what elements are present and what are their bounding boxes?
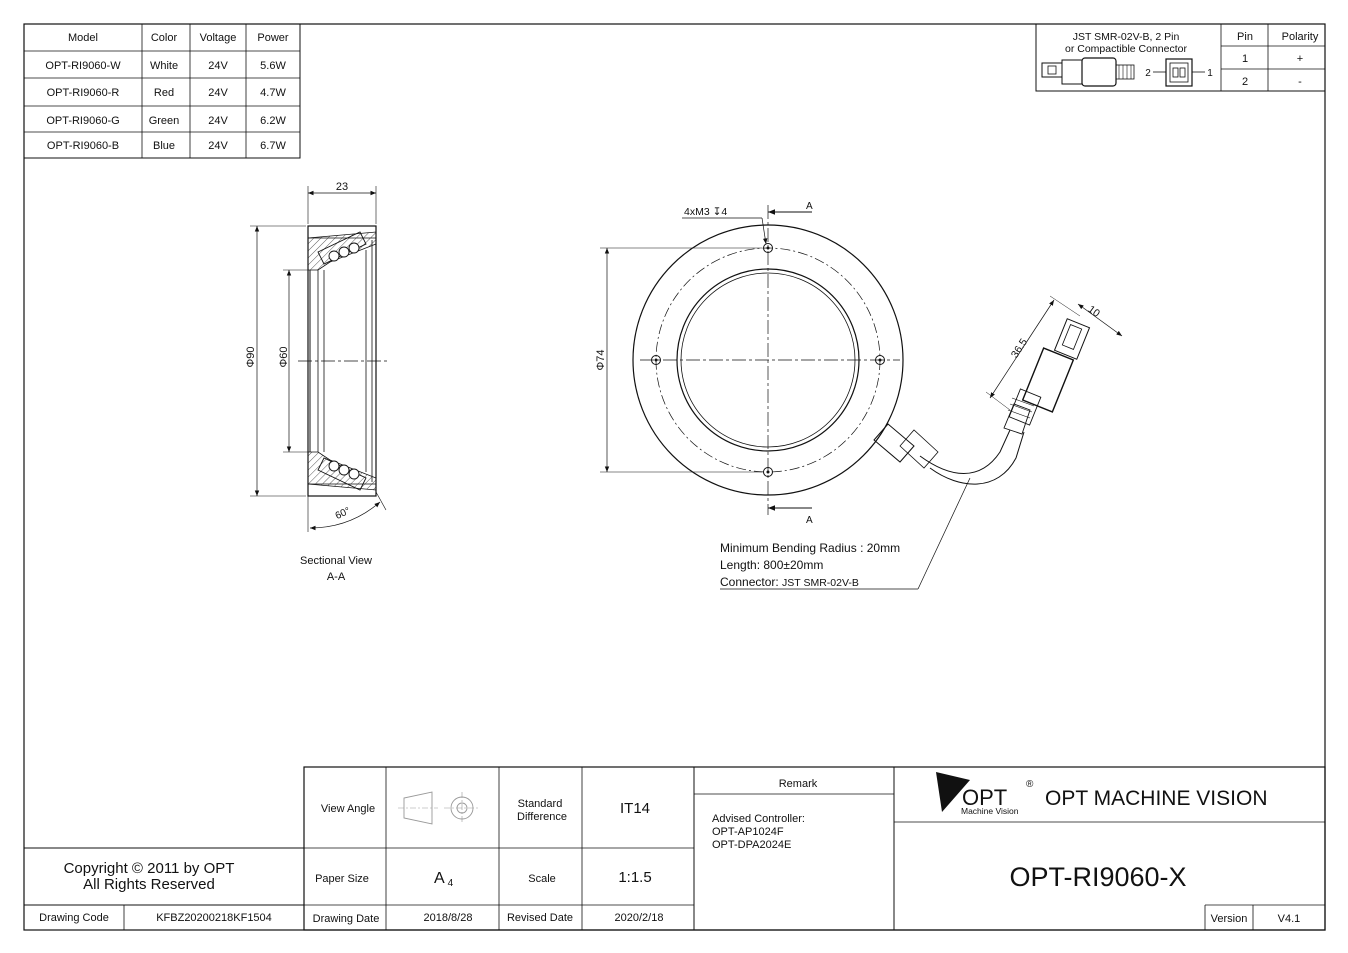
opt-logo: OPT ® Machine Vision bbox=[936, 772, 1034, 816]
bending-radius-note: Minimum Bending Radius : 20mm bbox=[720, 541, 900, 555]
table-cell: 5.6W bbox=[260, 60, 286, 72]
logo-registered: ® bbox=[1026, 779, 1034, 790]
table-cell: OPT-RI9060-B bbox=[47, 140, 119, 152]
dim-angle-60: 60° bbox=[334, 506, 352, 522]
polarity-cell: + bbox=[1297, 53, 1303, 65]
cable-note: Minimum Bending Radius : 20mm Length: 80… bbox=[720, 541, 900, 589]
connector-title-2: or Compactible Connector bbox=[1065, 43, 1187, 55]
table-cell: 24V bbox=[208, 87, 228, 99]
dim-connector-width: 10 bbox=[1086, 303, 1103, 320]
table-cell: 24V bbox=[208, 140, 228, 152]
remark-line-1: Advised Controller: bbox=[712, 813, 805, 825]
table-cell: 6.2W bbox=[260, 115, 286, 127]
drawing-date-label: Drawing Date bbox=[313, 913, 380, 925]
section-caption-2: A-A bbox=[327, 571, 346, 583]
paper-size-label: Paper Size bbox=[315, 873, 369, 885]
dim-outer-diameter: Φ90 bbox=[245, 346, 257, 367]
dim-pcd: Φ74 bbox=[595, 349, 607, 370]
drawing-code-label: Drawing Code bbox=[39, 912, 109, 924]
pin-cell: 1 bbox=[1242, 53, 1248, 65]
logo-subtitle: Machine Vision bbox=[961, 806, 1019, 816]
table-cell: 4.7W bbox=[260, 87, 286, 99]
polarity-cell: - bbox=[1298, 76, 1302, 88]
section-label-top: A bbox=[806, 201, 813, 212]
dim-width-23: 23 bbox=[336, 181, 348, 193]
table-cell: OPT-RI9060-W bbox=[45, 60, 121, 72]
scale-value: 1:1.5 bbox=[618, 869, 651, 886]
third-angle-projection-icon bbox=[398, 791, 480, 825]
mounting-hole bbox=[763, 243, 773, 253]
copyright-line-2: All Rights Reserved bbox=[83, 876, 215, 893]
power-header: Power bbox=[257, 32, 289, 44]
revised-date-value: 2020/2/18 bbox=[615, 912, 664, 924]
voltage-header: Voltage bbox=[200, 32, 237, 44]
pin-label-left: 2 bbox=[1145, 68, 1151, 79]
section-label-bottom: A bbox=[806, 515, 813, 526]
drawing-code-value: KFBZ20200218KF1504 bbox=[156, 912, 272, 924]
remark-line-2: OPT-AP1024F bbox=[712, 826, 784, 838]
section-caption-1: Sectional View bbox=[300, 555, 372, 567]
model-header: Model bbox=[68, 32, 98, 44]
connector-note: Connector: JST SMR-02V-B bbox=[720, 575, 859, 589]
copyright-line-1: Copyright © 2011 by OPT bbox=[64, 860, 235, 877]
drawing-date-value: 2018/8/28 bbox=[424, 912, 473, 924]
cable-length-note: Length: 800±20mm bbox=[720, 558, 823, 572]
table-cell: Blue bbox=[153, 140, 175, 152]
pin-cell: 2 bbox=[1242, 76, 1248, 88]
table-cell: OPT-RI9060-R bbox=[47, 87, 120, 99]
mounting-hole bbox=[763, 467, 773, 477]
scale-label: Scale bbox=[528, 873, 556, 885]
hole-callout: 4xM3 ↧4 bbox=[684, 206, 727, 218]
pin-header: Pin bbox=[1237, 31, 1253, 43]
mounting-hole bbox=[651, 355, 661, 365]
logo-text: OPT bbox=[962, 785, 1007, 810]
version-value: V4.1 bbox=[1278, 913, 1301, 925]
pin-label-right: 1 bbox=[1207, 68, 1213, 79]
table-cell: OPT-RI9060-G bbox=[46, 115, 119, 127]
view-angle-label: View Angle bbox=[321, 803, 375, 815]
sectional-view: 23 Φ90 Φ60 60° Sectional View A-A bbox=[245, 181, 390, 583]
polarity-header: Polarity bbox=[1282, 31, 1319, 43]
standard-value: IT14 bbox=[620, 800, 650, 817]
cable bbox=[873, 318, 1091, 485]
dim-connector-length: 36.5 bbox=[1009, 336, 1030, 360]
depth-symbol-icon: ↧ bbox=[710, 206, 722, 218]
dim-inner-diameter: Φ60 bbox=[278, 346, 290, 367]
logo-triangle-icon bbox=[936, 772, 970, 812]
standard-label-2: Difference bbox=[517, 811, 567, 823]
part-number: OPT-RI9060-X bbox=[1009, 862, 1186, 892]
front-view: A A 4xM3 ↧4 Φ74 36.5 bbox=[595, 201, 1123, 590]
mounting-hole bbox=[875, 355, 885, 365]
standard-label-1: Standard bbox=[518, 798, 563, 810]
table-cell: White bbox=[150, 60, 178, 72]
connector-title-1: JST SMR-02V-B, 2 Pin bbox=[1073, 31, 1180, 43]
table-cell: Green bbox=[149, 115, 180, 127]
table-cell: 6.7W bbox=[260, 140, 286, 152]
revised-date-label: Revised Date bbox=[507, 912, 573, 924]
remark-label: Remark bbox=[779, 778, 818, 790]
connector-icon bbox=[1041, 57, 1205, 87]
connector-box: JST SMR-02V-B, 2 Pin or Compactible Conn… bbox=[1035, 23, 1326, 92]
model-table: Model Color Voltage Power OPT-RI9060-W W… bbox=[23, 23, 301, 159]
color-header: Color bbox=[151, 32, 178, 44]
company-name: OPT MACHINE VISION bbox=[1045, 787, 1267, 810]
remark-line-3: OPT-DPA2024E bbox=[712, 839, 791, 851]
table-cell: 24V bbox=[208, 60, 228, 72]
title-block: Copyright © 2011 by OPT All Rights Reser… bbox=[24, 766, 1326, 931]
version-label: Version bbox=[1211, 913, 1248, 925]
table-cell: 24V bbox=[208, 115, 228, 127]
table-cell: Red bbox=[154, 87, 174, 99]
